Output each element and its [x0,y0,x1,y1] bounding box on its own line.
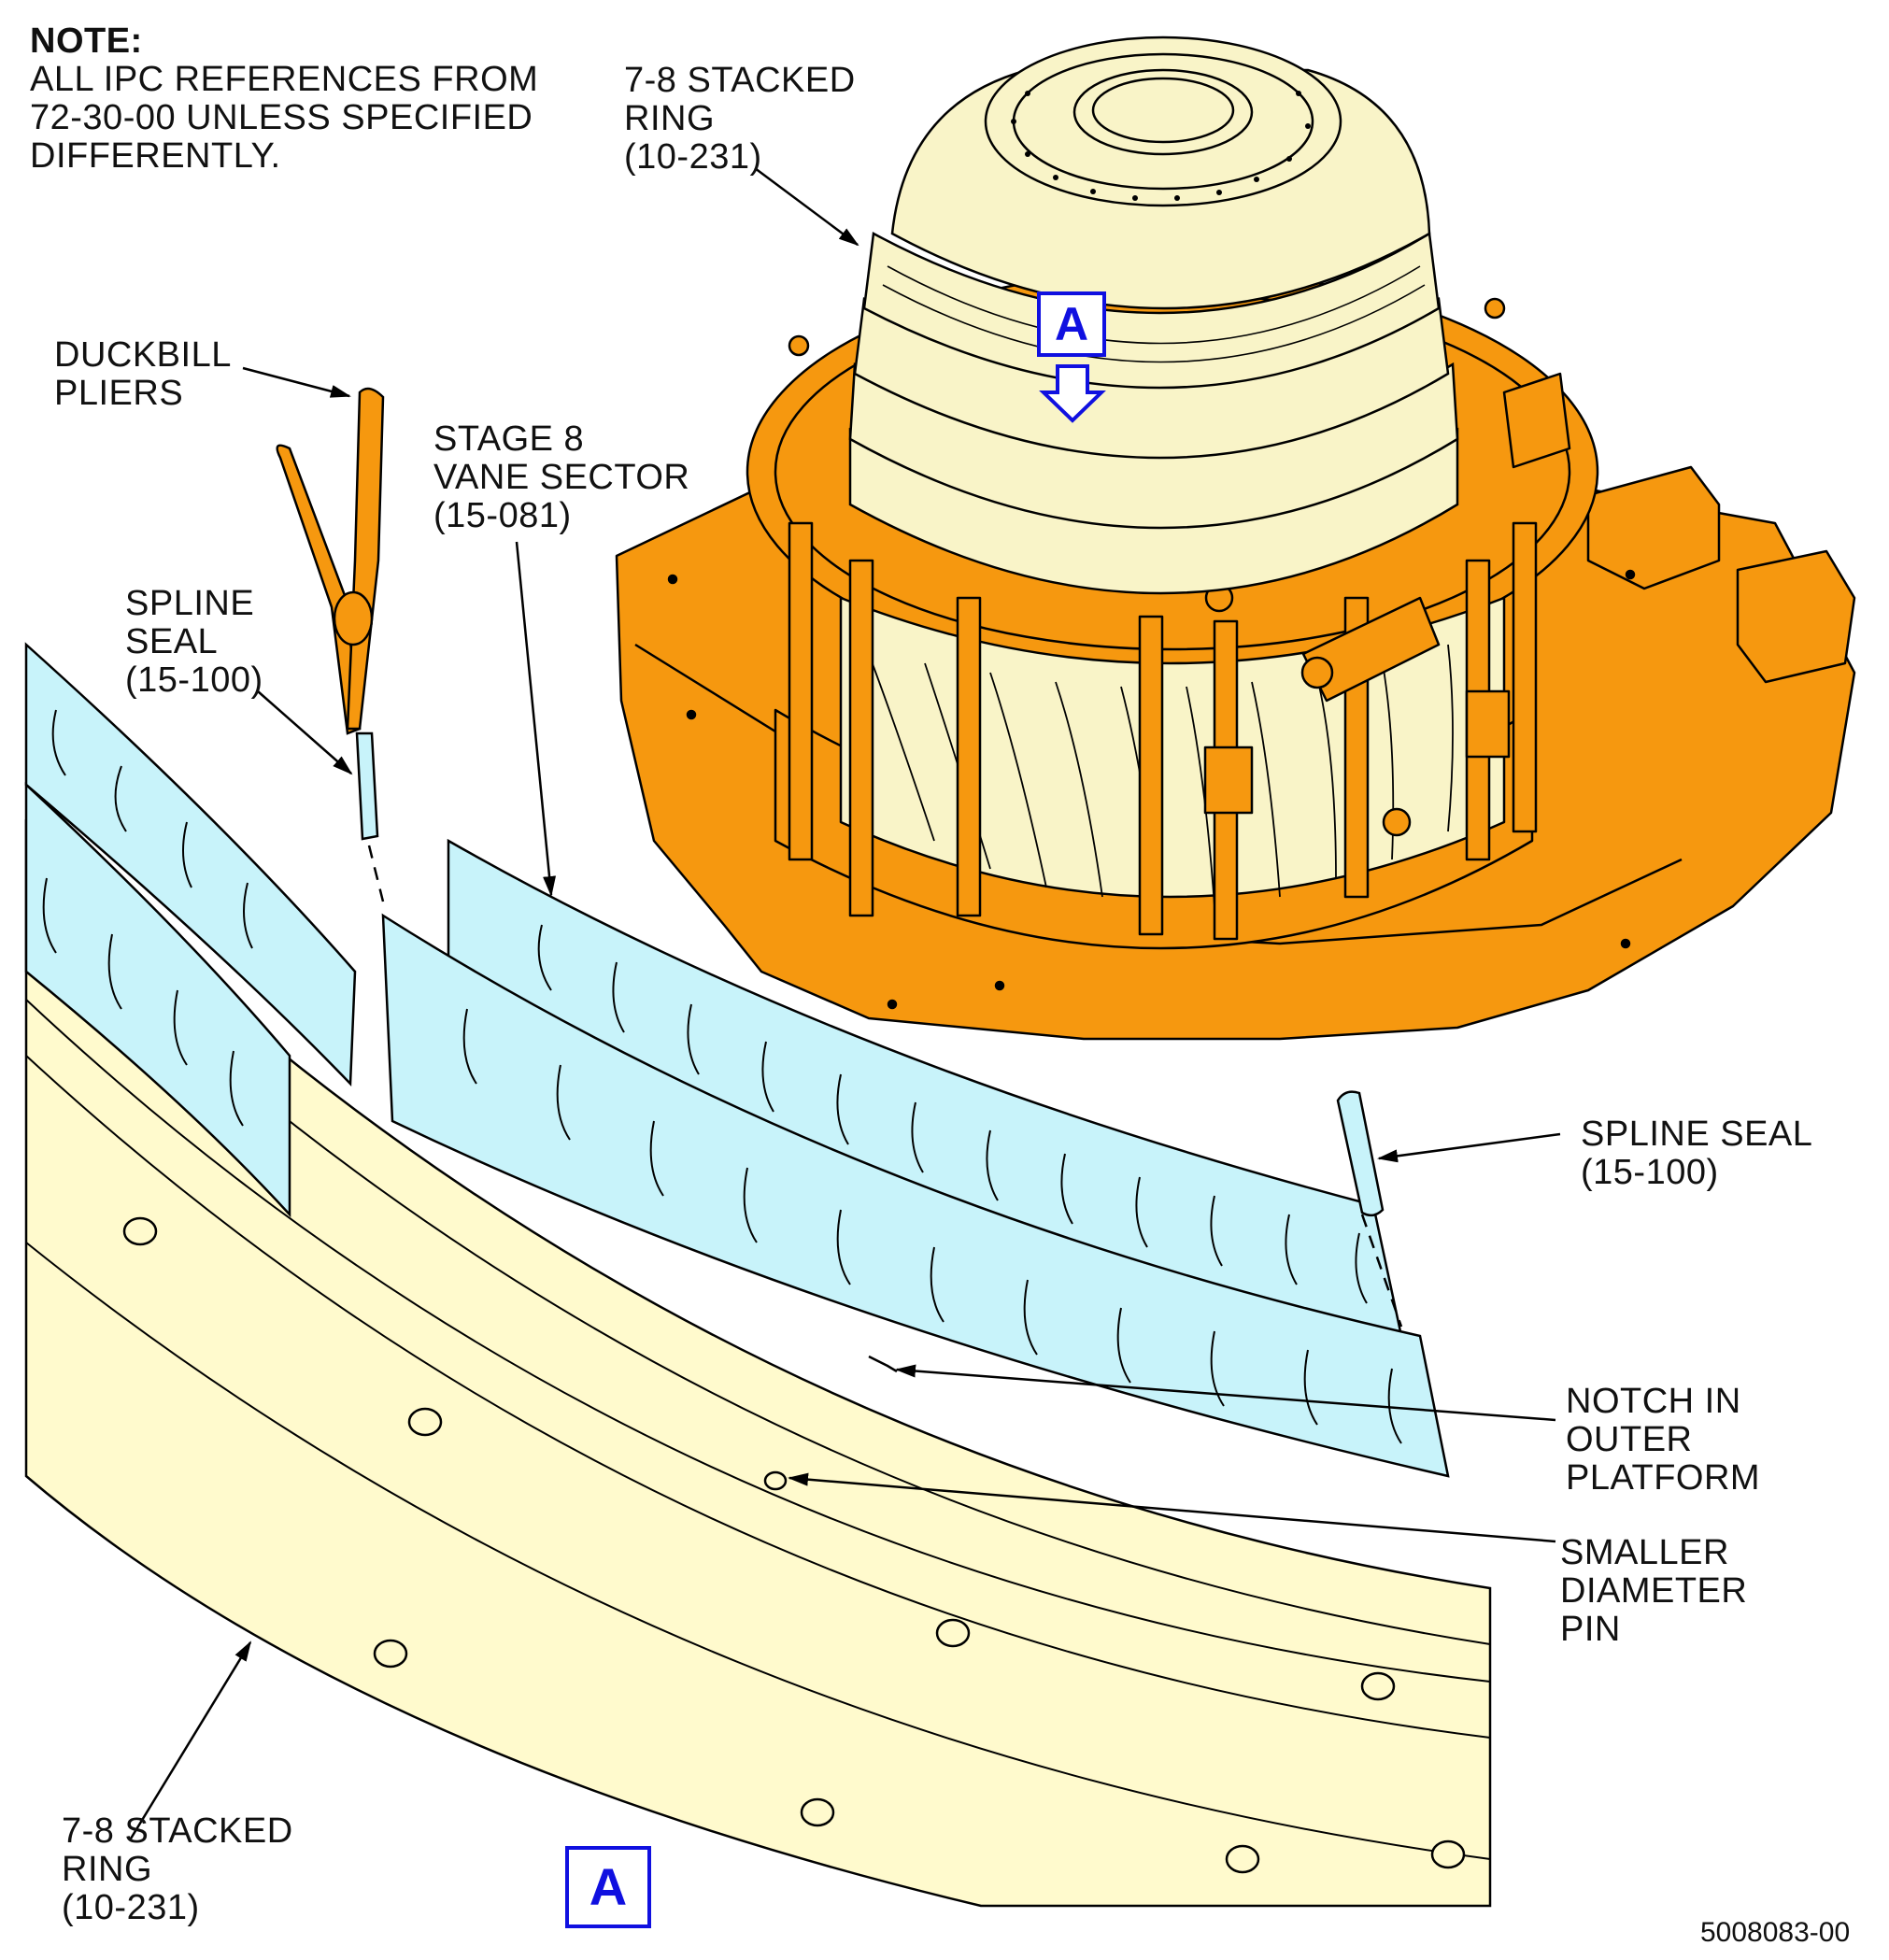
label-line: (15-100) [1581,1153,1719,1192]
label-notch-outer-platform: NOTCH IN OUTER PLATFORM [1566,1383,1760,1498]
installed-vane-sector [24,642,357,1218]
view-a-marker-bottom: A [565,1846,651,1928]
label-line: VANE SECTOR [433,458,690,497]
label-duckbill-pliers: DUCKBILL PLIERS [54,336,232,413]
label-line: (10-231) [62,1888,200,1927]
view-a-marker-top: A [1037,291,1106,357]
label-spline-seal-right: SPLINE SEAL (15-100) [1581,1115,1812,1192]
outer-platform-notch [868,1355,898,1373]
compressor-stack [848,36,1459,595]
label-line: PLATFORM [1566,1458,1761,1498]
label-line: (10-231) [624,137,762,177]
label-spline-seal-left: SPLINE SEAL (15-100) [125,585,263,700]
label-line: DUCKBILL [54,335,232,375]
leader-lines [129,166,1561,1839]
label-line: PIN [1560,1610,1621,1649]
label-line: SMALLER [1560,1533,1729,1572]
spline-seal-left [355,731,379,841]
label-line: 7-8 STACKED [624,61,856,100]
note-heading: NOTE: [30,21,143,61]
label-smaller-diameter-pin: SMALLER DIAMETER PIN [1560,1534,1747,1649]
label-line: RING [62,1850,152,1889]
note-line: 72-30-00 UNLESS SPECIFIED [30,98,533,137]
duckbill-pliers-tool [276,387,385,735]
label-line: PLIERS [54,374,184,413]
label-line: 7-8 STACKED [62,1811,293,1851]
smaller-diameter-pin [763,1470,788,1491]
label-stacked-ring-bottom: 7-8 STACKED RING (10-231) [62,1812,293,1927]
label-stage8-vane-sector: STAGE 8 VANE SECTOR (15-081) [433,420,689,535]
label-line: SEAL [125,622,219,661]
label-stacked-ring-top: 7-8 STACKED RING (10-231) [624,62,856,177]
label-line: DIAMETER [1560,1571,1748,1611]
stage8-vane-sector [381,838,1450,1478]
label-line: (15-081) [433,496,572,535]
figure-id: 5008083-00 [1700,1917,1851,1948]
note-line: DIFFERENTLY. [30,136,281,176]
note-line: ALL IPC REFERENCES FROM [30,60,539,99]
spline-seal-right [1336,1090,1385,1217]
label-line: NOTCH IN [1566,1382,1741,1421]
label-line: SPLINE [125,584,255,623]
label-line: STAGE 8 [433,419,585,459]
view-a-direction-arrow [1039,364,1106,423]
stacked-ring-detail [24,818,1492,1908]
label-line: OUTER [1566,1420,1693,1459]
note-block: NOTE: ALL IPC REFERENCES FROM 72-30-00 U… [30,22,538,176]
label-line: SPLINE SEAL [1581,1115,1813,1154]
label-line: (15-100) [125,660,263,700]
label-line: RING [624,99,715,138]
